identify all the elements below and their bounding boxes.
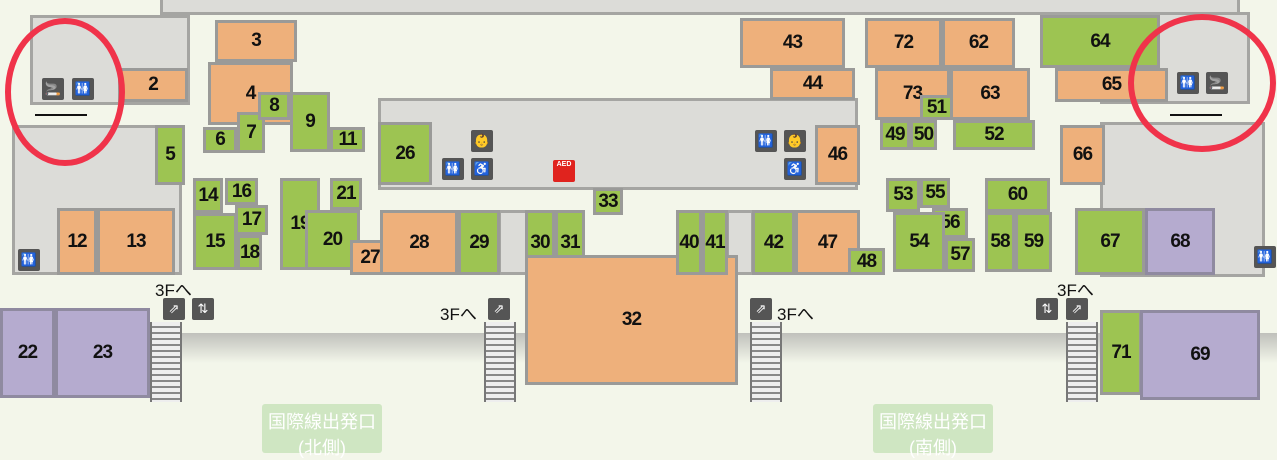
store-72[interactable]: 72 (865, 18, 942, 68)
elevator-icon[interactable]: ⇅ (1036, 298, 1058, 320)
store-16[interactable]: 16 (225, 178, 258, 205)
store-8[interactable]: 8 (258, 92, 290, 120)
floor-link-3f[interactable]: 3Fへ (1057, 281, 1094, 300)
accessible-restroom-icon: ♿ (471, 158, 493, 180)
floor-link-3f[interactable]: 3Fへ (440, 305, 477, 324)
escalator-track[interactable] (484, 322, 516, 402)
store-54[interactable]: 54 (893, 212, 945, 272)
store-3[interactable]: 3 (215, 20, 297, 62)
store-57[interactable]: 57 (945, 238, 975, 272)
store-50[interactable]: 50 (910, 120, 937, 150)
store-69[interactable]: 69 (1140, 310, 1260, 400)
store-46[interactable]: 46 (815, 125, 860, 185)
store-52[interactable]: 52 (953, 120, 1035, 150)
gate-south-side: (南側) (909, 438, 957, 458)
escalator-icon[interactable]: ⇗ (750, 298, 772, 320)
store-5[interactable]: 5 (155, 125, 185, 185)
store-66[interactable]: 66 (1060, 125, 1105, 185)
store-59[interactable]: 59 (1015, 212, 1052, 272)
gate-north-side: (北側) (298, 438, 346, 458)
store-7[interactable]: 7 (237, 112, 265, 153)
store-21[interactable]: 21 (330, 178, 362, 210)
restroom-icon: 🚻 (442, 158, 464, 180)
store-12[interactable]: 12 (57, 208, 97, 275)
store-41[interactable]: 41 (702, 210, 728, 275)
store-13[interactable]: 13 (97, 208, 175, 275)
store-18[interactable]: 18 (237, 235, 262, 270)
highlight-circle-left (5, 18, 125, 166)
store-28[interactable]: 28 (380, 210, 458, 275)
escalator-icon[interactable]: ⇗ (1066, 298, 1088, 320)
store-68[interactable]: 68 (1145, 208, 1215, 275)
store-15[interactable]: 15 (193, 213, 237, 270)
store-67[interactable]: 67 (1075, 208, 1145, 275)
store-29[interactable]: 29 (458, 210, 500, 275)
store-71[interactable]: 71 (1100, 310, 1142, 395)
restroom-icon: 🚻 (1254, 246, 1276, 268)
floor-link-3f[interactable]: 3Fへ (777, 305, 814, 324)
restroom-icon: 🚻 (18, 249, 40, 271)
accessible-restroom-icon: ♿ (784, 158, 806, 180)
aed-icon: AED (553, 160, 575, 182)
gate-south-title: 国際線出発口 (879, 412, 987, 432)
store-58[interactable]: 58 (985, 212, 1015, 272)
store-9[interactable]: 9 (290, 92, 330, 152)
store-32[interactable]: 32 (525, 255, 738, 385)
store-48[interactable]: 48 (848, 248, 885, 275)
gate-south: 国際線出発口 (南側) (873, 404, 993, 458)
nursing-room-icon: 👶 (471, 130, 493, 152)
elevator-icon[interactable]: ⇅ (192, 298, 214, 320)
store-63[interactable]: 63 (950, 68, 1030, 120)
store-2[interactable]: 2 (118, 68, 188, 102)
store-43[interactable]: 43 (740, 18, 845, 68)
store-14[interactable]: 14 (193, 178, 223, 213)
restroom-icon: 🚻 (755, 130, 777, 152)
escalator-icon[interactable]: ⇗ (488, 298, 510, 320)
store-49[interactable]: 49 (880, 120, 910, 150)
store-11[interactable]: 11 (330, 127, 365, 152)
escalator-track[interactable] (750, 322, 782, 402)
store-62[interactable]: 62 (942, 18, 1015, 68)
store-26[interactable]: 26 (378, 122, 432, 185)
store-53[interactable]: 53 (886, 178, 920, 212)
store-55[interactable]: 55 (920, 178, 950, 208)
floor-link-3f[interactable]: 3Fへ (155, 281, 192, 300)
store-42[interactable]: 42 (752, 210, 795, 275)
store-23[interactable]: 23 (55, 308, 150, 398)
store-40[interactable]: 40 (676, 210, 702, 275)
escalator-track[interactable] (150, 322, 182, 402)
corridor-gap-1 (498, 210, 528, 275)
store-60[interactable]: 60 (985, 178, 1050, 212)
store-17[interactable]: 17 (235, 205, 268, 235)
store-6[interactable]: 6 (203, 127, 237, 153)
store-44[interactable]: 44 (770, 68, 855, 100)
highlight-circle-right (1128, 14, 1276, 152)
nursing-room-icon: 👶 (784, 130, 806, 152)
store-51[interactable]: 51 (920, 95, 953, 120)
escalator-track[interactable] (1066, 322, 1098, 402)
store-33[interactable]: 33 (593, 188, 623, 215)
gate-north-title: 国際線出発口 (268, 412, 376, 432)
escalator-icon[interactable]: ⇗ (163, 298, 185, 320)
store-22[interactable]: 22 (0, 308, 55, 398)
concourse-top (160, 0, 1240, 15)
gate-north: 国際線出発口 (北側) (262, 404, 382, 458)
